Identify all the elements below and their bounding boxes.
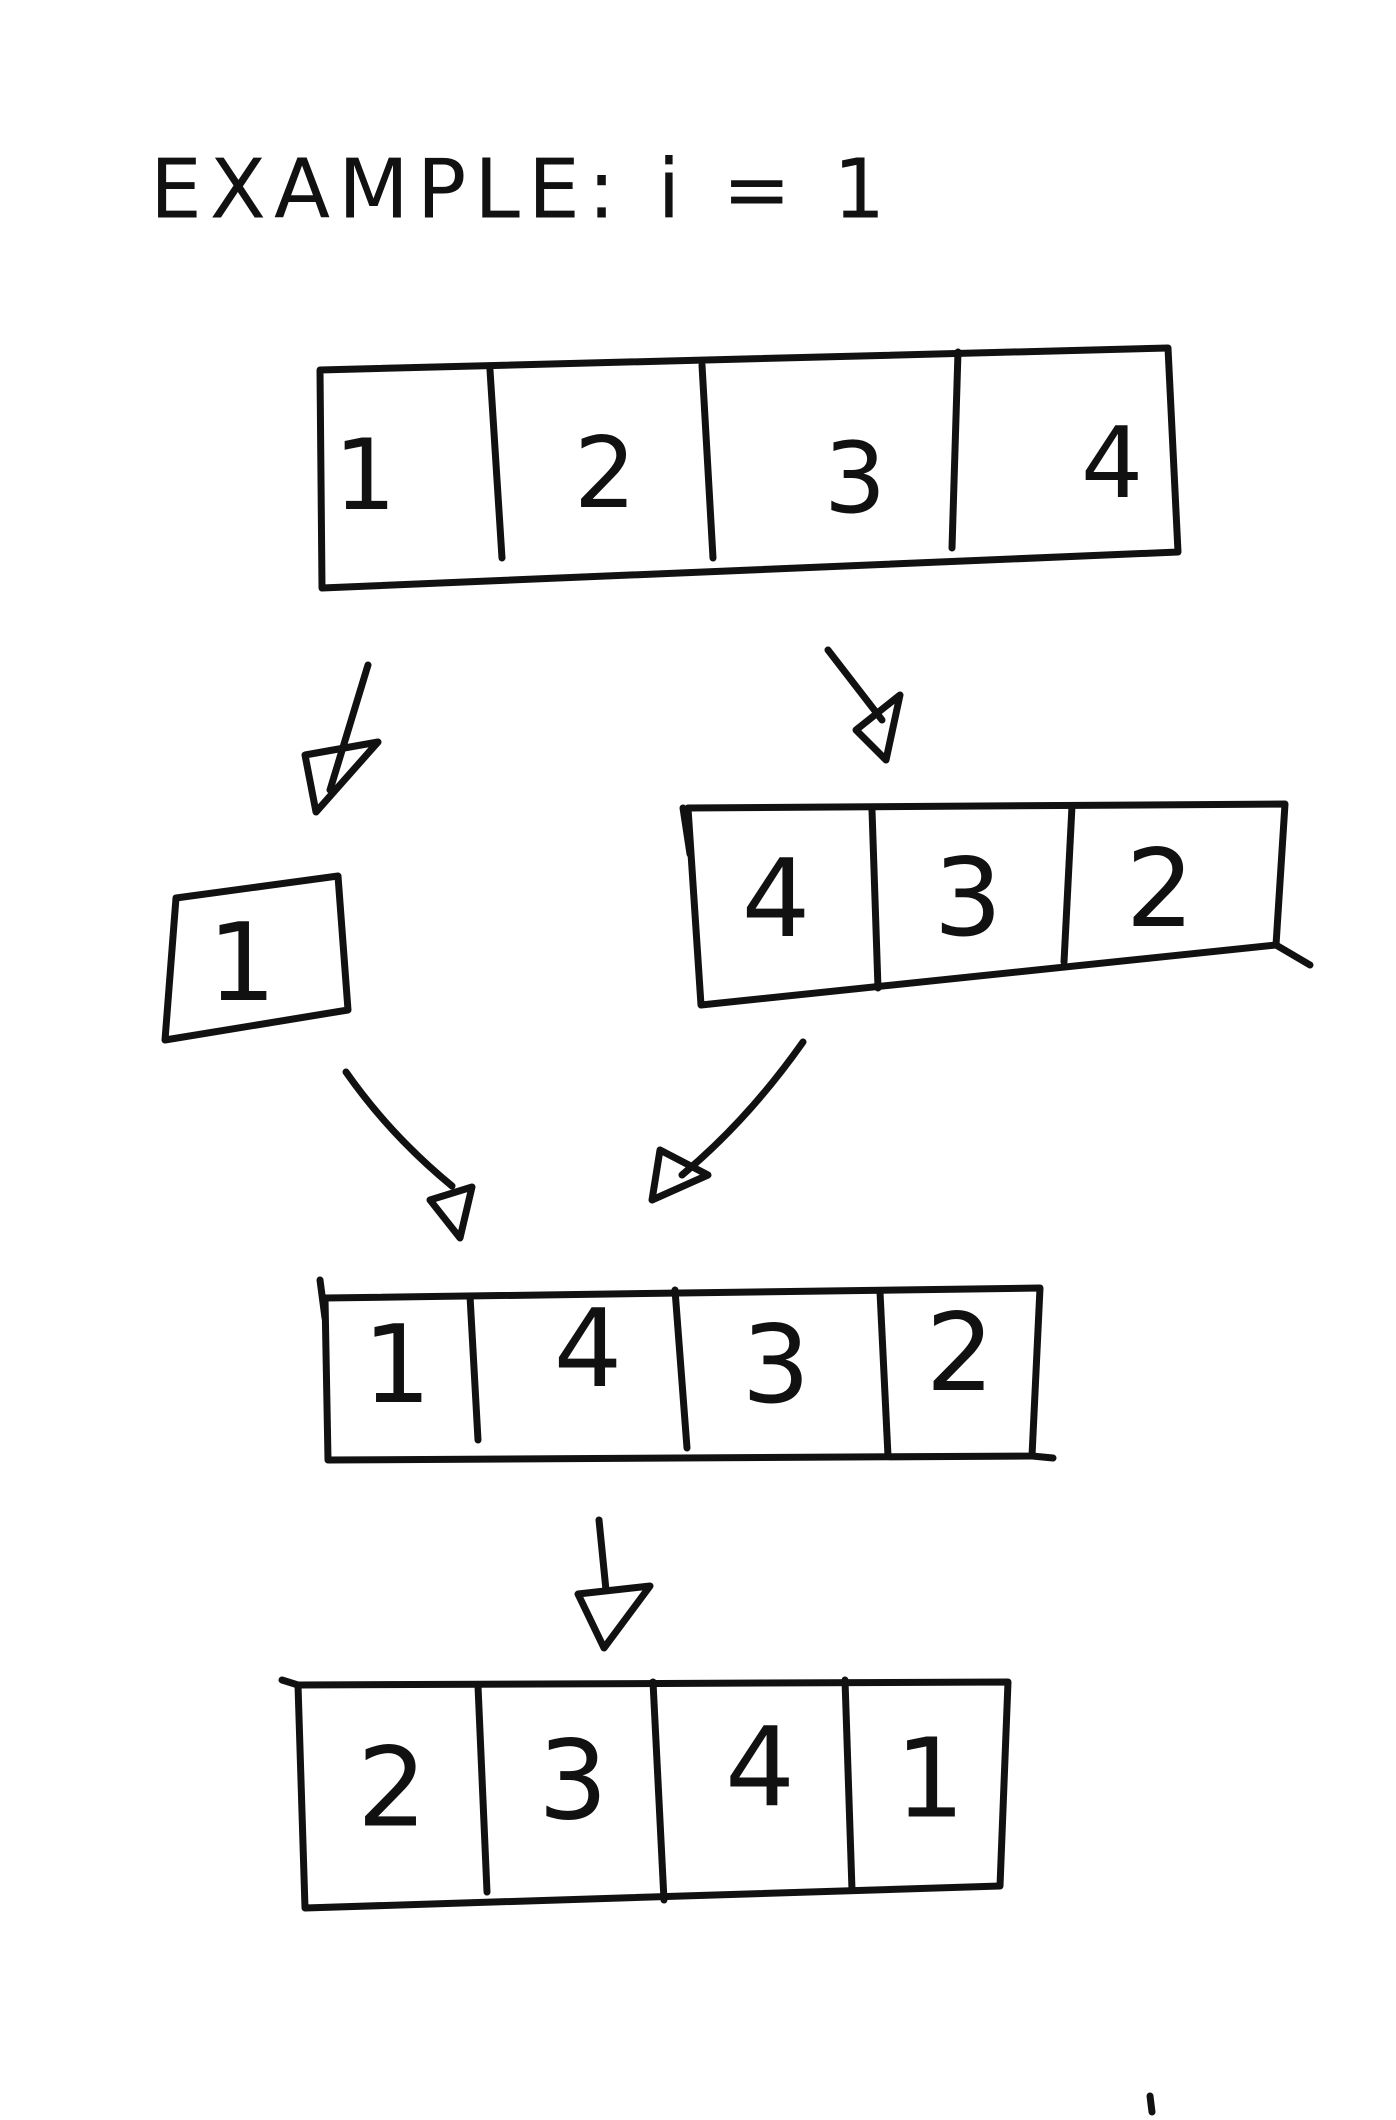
result-array-divider-3 <box>841 1676 856 1894</box>
combined-array: 1 4 3 2 <box>316 1276 1057 1464</box>
left-merge-arrow <box>342 1068 476 1242</box>
original-cell-1: 1 <box>334 419 396 533</box>
combined-array-right-tail <box>1028 1452 1057 1462</box>
result-cell-2: 3 <box>538 1716 608 1844</box>
final-arrow <box>574 1516 654 1652</box>
left-part-frame <box>161 872 352 1044</box>
reversed-right-cell-3: 2 <box>1126 827 1195 952</box>
right-split-arrow-shaft <box>824 646 886 724</box>
left-merge-arrow-head <box>426 1183 476 1242</box>
original-array-divider-3 <box>948 348 962 552</box>
original-cell-2: 2 <box>574 417 636 531</box>
reversed-right-cell-2: 3 <box>934 836 1003 961</box>
combined-cell-1: 1 <box>363 1303 432 1428</box>
original-cell-4: 4 <box>1081 407 1143 521</box>
result-cell-1: 2 <box>357 1723 427 1851</box>
left-split-arrow <box>301 661 382 816</box>
ink-mark <box>1146 2092 1156 2116</box>
left-part-array: 1 <box>161 872 352 1044</box>
left-part-cell-1: 1 <box>208 901 277 1026</box>
result-cell-4: 1 <box>895 1714 965 1842</box>
original-array: 1 2 3 4 <box>316 344 1182 592</box>
result-array-frame <box>294 1678 1012 1912</box>
combined-array-divider-2 <box>671 1286 691 1452</box>
right-split-arrow <box>824 646 904 764</box>
example-title: EXAMPLE: i = 1 <box>150 142 893 237</box>
original-array-divider-2 <box>698 361 717 562</box>
right-merge-arrow-head <box>648 1146 712 1204</box>
combined-array-divider-1 <box>466 1292 482 1444</box>
combined-cell-4: 2 <box>926 1291 995 1416</box>
result-array-divider-2 <box>649 1678 668 1904</box>
final-arrow-shaft <box>595 1516 610 1594</box>
left-split-arrow-head <box>301 738 382 816</box>
left-merge-arrow-shaft <box>342 1068 456 1190</box>
reversed-right-cell-1: 4 <box>742 837 811 962</box>
right-merge-arrow <box>648 1038 807 1204</box>
reversed-right-divider-2 <box>1060 802 1076 966</box>
original-array-frame <box>316 344 1182 592</box>
result-array-divider-1 <box>474 1682 491 1896</box>
result-array-left-tail <box>278 1676 302 1689</box>
combined-cell-2: 4 <box>554 1287 623 1412</box>
combined-array-divider-3 <box>876 1288 892 1460</box>
right-merge-arrow-shaft <box>678 1038 807 1179</box>
final-arrow-head <box>574 1582 654 1652</box>
reversed-right-array: 4 3 2 <box>679 800 1314 1009</box>
combined-cell-3: 3 <box>742 1303 811 1428</box>
combined-array-left-tick <box>316 1276 329 1322</box>
result-array: 2 3 4 1 <box>278 1676 1012 1912</box>
original-cell-3: 3 <box>824 422 886 536</box>
left-split-arrow-shaft <box>326 661 372 794</box>
reversed-right-left-tick <box>679 804 694 858</box>
reversed-right-divider-1 <box>868 806 882 992</box>
reversed-right-right-tail <box>1272 941 1314 969</box>
result-cell-3: 4 <box>725 1703 795 1831</box>
original-array-divider-1 <box>486 366 506 562</box>
right-split-arrow-head <box>852 691 904 764</box>
